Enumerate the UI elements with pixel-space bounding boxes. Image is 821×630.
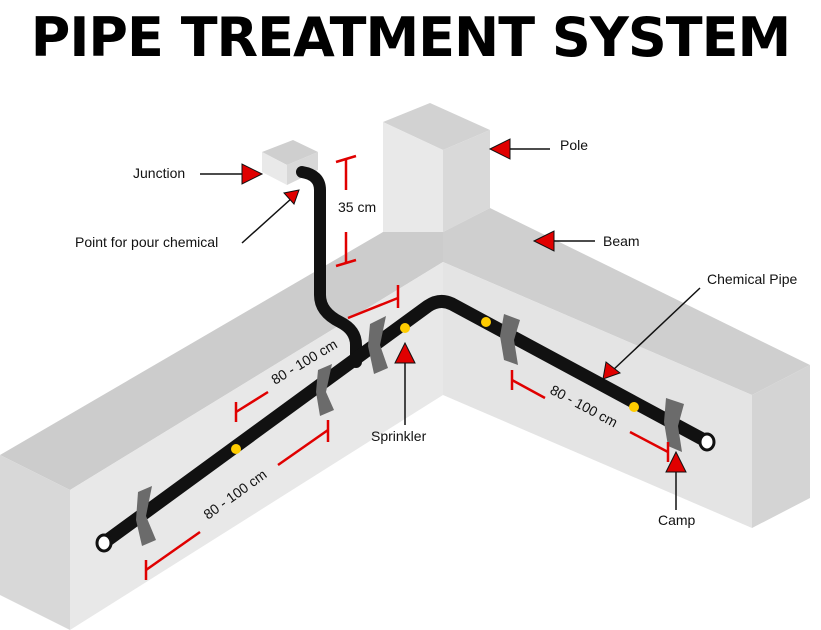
right-beam-top (443, 208, 810, 395)
clamps (136, 314, 684, 546)
pole-right-face (443, 130, 490, 232)
callout-arrows (241, 138, 687, 473)
dimension-riser-height: 35 cm (338, 199, 376, 215)
beam-arrow (532, 230, 555, 252)
label-point-for-pour-chemical: Point for pour chemical (75, 234, 218, 250)
label-chemical-pipe: Chemical Pipe (707, 271, 797, 287)
junction-arrow (241, 163, 264, 185)
label-camp: Camp (658, 512, 696, 528)
point-for-pour-chemical-arrow (283, 189, 300, 205)
clamp (664, 398, 684, 452)
chemical-pipe (95, 166, 716, 553)
pipe-open-end-right (698, 432, 716, 452)
pole-arrow (488, 138, 511, 160)
sprinkler-arrow (394, 341, 416, 364)
sprinkler-dot (629, 402, 639, 412)
pipe-open-end-left (95, 533, 113, 553)
left-beam-front-face (70, 262, 443, 630)
sprinkler-dot (231, 444, 241, 454)
sprinklers (231, 317, 639, 454)
label-sprinkler: Sprinkler (371, 428, 427, 444)
clamp (316, 364, 334, 416)
label-junction: Junction (133, 165, 185, 181)
chemical-pipe-arrow (602, 361, 622, 380)
left-beam-top (0, 232, 443, 490)
pole-left-face (383, 122, 443, 232)
right-beam-end-face (752, 365, 810, 528)
camp-arrow (665, 450, 687, 473)
leader-lines (200, 148, 701, 510)
sprinkler-dot (481, 317, 491, 327)
diagram-title: PIPE TREATMENT SYSTEM (30, 6, 791, 69)
clamp (368, 316, 388, 374)
dimension-lines (144, 154, 670, 580)
clamp (500, 314, 520, 365)
clamp (136, 486, 156, 546)
label-pole: Pole (560, 137, 588, 153)
pole-top (383, 103, 490, 150)
sprinkler-dot (400, 323, 410, 333)
label-beam: Beam (603, 233, 640, 249)
left-beam-end-face (0, 455, 70, 630)
